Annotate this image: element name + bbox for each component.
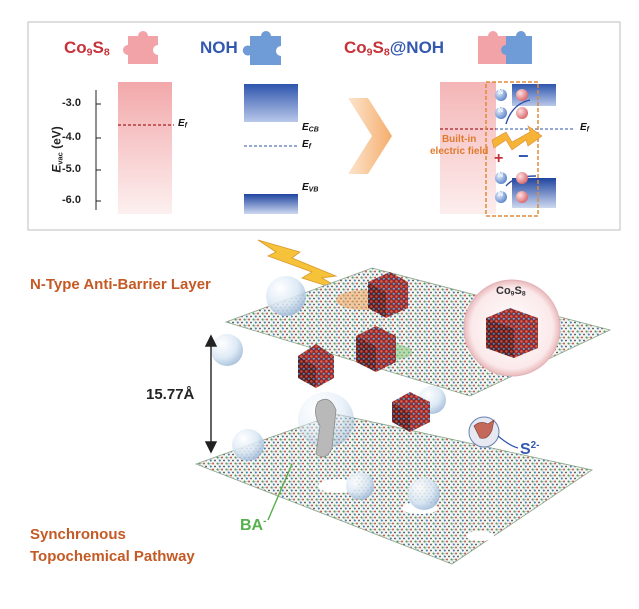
sphere-n-label: N xyxy=(498,89,504,96)
pathway-line2: Topochemical Pathway xyxy=(30,548,195,565)
noh-evb-main: E xyxy=(302,182,309,193)
co9s8-cube-1 xyxy=(368,272,408,318)
composite-puzzle-icon xyxy=(478,31,532,64)
plus-sign: + xyxy=(494,150,504,167)
noh-ef-label: Ef xyxy=(302,139,311,150)
co9s8-title-s: S xyxy=(92,38,104,57)
co9s8-title-sub1: 9 xyxy=(86,46,93,59)
noh-ecb-label: ECB xyxy=(302,122,319,133)
inset-label-sub1: 9 xyxy=(510,290,515,298)
sulfide-label: S2- xyxy=(520,440,539,459)
co9s8-title-co: Co xyxy=(64,38,87,57)
noh-ecb-sub: CB xyxy=(308,126,319,134)
sulfide-label-s: S xyxy=(520,440,531,458)
co9s8-ef-label: Ef xyxy=(178,118,187,129)
composite-title-noh: @NOH xyxy=(389,38,445,57)
built-in-field-line1: Built-in xyxy=(441,134,477,145)
interface-charge-spheres xyxy=(495,89,528,203)
inset-cube xyxy=(486,308,538,358)
noh-puzzle-icon xyxy=(242,31,281,65)
ba-label-sup: - xyxy=(263,516,267,527)
pathway-line1: Synchronous xyxy=(30,526,126,543)
sphere-n-label: N xyxy=(498,172,504,179)
noh-conduction-band xyxy=(244,84,298,122)
anti-barrier-layer-label: N-Type Anti-Barrier Layer xyxy=(30,276,211,293)
inset-label-co: Co xyxy=(496,285,511,297)
ba-molecule xyxy=(315,398,337,458)
co9s8-title: Co9S8 xyxy=(64,38,110,59)
interface-box xyxy=(485,81,539,217)
layer-spacing-label: 15.77Å xyxy=(146,386,195,403)
sulfide-label-sup: 2- xyxy=(530,440,540,451)
composite-title: Co9S8@NOH xyxy=(344,38,444,59)
sulfide-ion-shape xyxy=(473,419,495,439)
composite-ef-main: E xyxy=(580,122,587,133)
co9s8-title-sub2: 8 xyxy=(103,46,110,59)
noh-ef-sub: f xyxy=(308,143,312,151)
sphere-n-label: N xyxy=(498,191,504,198)
inset-label-sub2: 8 xyxy=(521,290,526,298)
noh-ecb-main: E xyxy=(302,122,309,133)
sphere-n-label: N xyxy=(498,107,504,114)
co9s8-ef-main: E xyxy=(178,118,185,129)
y-tick-label: -4.0 xyxy=(62,131,81,143)
co9s8-band xyxy=(118,82,172,214)
noh-evb-label: EVB xyxy=(302,182,318,193)
co9s8-cube-3 xyxy=(298,344,334,388)
composite-title-s: S xyxy=(372,38,384,57)
bubbles xyxy=(211,276,446,510)
y-tick-label: -6.0 xyxy=(62,194,81,206)
sulfide-leader-line xyxy=(497,435,519,449)
inset-label-s: S xyxy=(514,285,522,297)
pathway-label: Synchronous Topochemical Pathway xyxy=(30,524,195,568)
composite-cb-bending xyxy=(505,99,531,125)
composite-ef-sub: f xyxy=(586,126,590,134)
co9s8-cube-4 xyxy=(392,392,430,432)
y-axis-label: Evac (eV) xyxy=(50,104,65,194)
composite-title-sub2: 8 xyxy=(383,46,390,59)
composite-title-sub1: 9 xyxy=(366,46,373,59)
composite-title-co: Co xyxy=(344,38,367,57)
noh-valence-band xyxy=(244,194,298,214)
spacing-arrow xyxy=(204,334,218,454)
y-axis-ticks xyxy=(96,103,101,202)
built-in-field-arrow xyxy=(491,125,543,151)
ba-label-main: BA xyxy=(240,516,264,534)
built-in-field-label: Built-in electric field xyxy=(430,134,488,158)
noh-title: NOH xyxy=(200,38,238,57)
bottom-2d-sheet xyxy=(194,413,594,565)
noh-evb-sub: VB xyxy=(308,186,319,194)
co9s8-ef-sub: f xyxy=(184,122,188,130)
y-tick-label: -5.0 xyxy=(62,163,81,175)
y-tick-label: -3.0 xyxy=(62,97,81,109)
transition-arrow xyxy=(348,98,392,174)
ba-leader-line xyxy=(267,463,293,521)
inset-co9s8-label: Co9S8 xyxy=(496,285,526,298)
ba-label: BA- xyxy=(240,516,266,535)
built-in-field-line2: electric field xyxy=(430,146,489,157)
co9s8-puzzle-icon xyxy=(123,31,158,64)
noh-ef-main: E xyxy=(302,139,309,150)
co9s8-cube-2 xyxy=(356,326,396,372)
minus-sign: − xyxy=(518,146,529,166)
composite-ef-label: Ef xyxy=(580,122,589,133)
